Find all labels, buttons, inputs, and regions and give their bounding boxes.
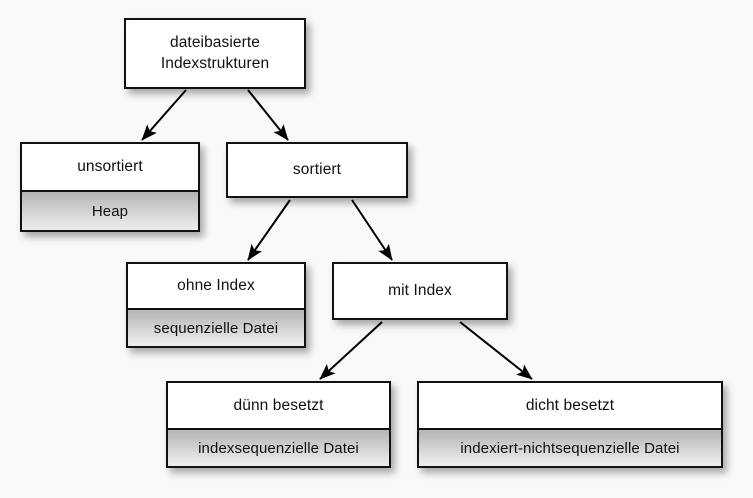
edge-sortiert-to-mit-index — [351, 199, 393, 261]
node-root[interactable]: dateibasierte Indexstrukturen — [124, 18, 306, 89]
node-dicht-besetzt[interactable]: dicht besetzt indexiert-nichtsequenziell… — [417, 381, 723, 468]
node-dicht-besetzt-impl: indexiert-nichtsequenzielle Datei — [419, 428, 721, 466]
node-root-title-line2: Indexstrukturen — [160, 54, 270, 72]
node-ohne-index[interactable]: ohne Index sequenzielle Datei — [126, 262, 306, 348]
node-dicht-besetzt-title: dicht besetzt — [419, 383, 721, 428]
node-mit-index-title: mit Index — [334, 264, 506, 318]
node-root-title-line1: dateibasierte — [169, 34, 261, 52]
node-unsortiert-impl: Heap — [22, 190, 198, 230]
node-ohne-index-title: ohne Index — [128, 264, 304, 308]
edge-root-to-unsortiert — [141, 89, 187, 141]
node-sortiert[interactable]: sortiert — [226, 142, 408, 198]
node-duenn-besetzt-title: dünn besetzt — [168, 383, 389, 428]
node-mit-index[interactable]: mit Index — [332, 262, 508, 320]
edge-mit-index-to-duenn — [319, 321, 383, 380]
node-unsortiert-title: unsortiert — [22, 144, 198, 190]
node-unsortiert[interactable]: unsortiert Heap — [20, 142, 200, 232]
node-root-title: dateibasierte Indexstrukturen — [126, 20, 304, 87]
edge-sortiert-to-ohne-index — [247, 199, 291, 261]
node-ohne-index-impl: sequenzielle Datei — [128, 308, 304, 346]
edge-mit-index-to-dicht — [459, 321, 533, 380]
node-duenn-besetzt-impl: indexsequenzielle Datei — [168, 428, 389, 466]
edge-root-to-sortiert — [247, 89, 289, 141]
node-sortiert-title: sortiert — [228, 144, 406, 196]
node-duenn-besetzt[interactable]: dünn besetzt indexsequenzielle Datei — [166, 381, 391, 468]
